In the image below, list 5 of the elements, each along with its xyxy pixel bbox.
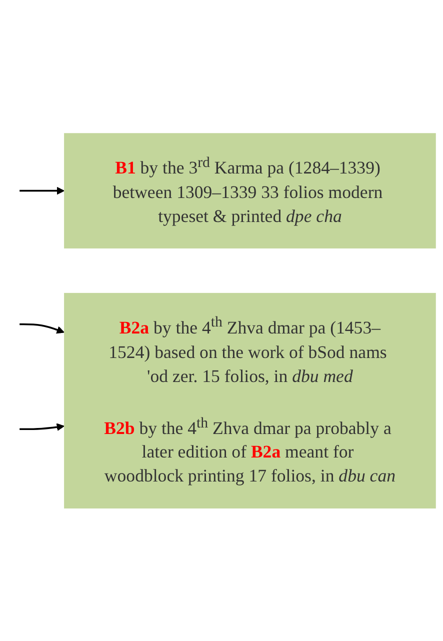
node-box: B1 by the 3$^{rd}$ Karma pa (1284–1339) between 1309–1339 33 folios modern typeset & printed dpe cha — [64, 132, 436, 248]
node-box: B2a by the 4$^{th}$ Zhva dmar pa (1453–1524) based on the work of bSod nams 'od zer. 15 folios, in dbu med B2b by the 4$^{th}$ Zhva dmar pa probably a later edition of B2a meant for woodblock printing 17 folios, in dbu can — [64, 292, 436, 508]
arrow — [20, 186, 64, 194]
arrow — [20, 422, 64, 431]
arrow — [20, 323, 64, 334]
